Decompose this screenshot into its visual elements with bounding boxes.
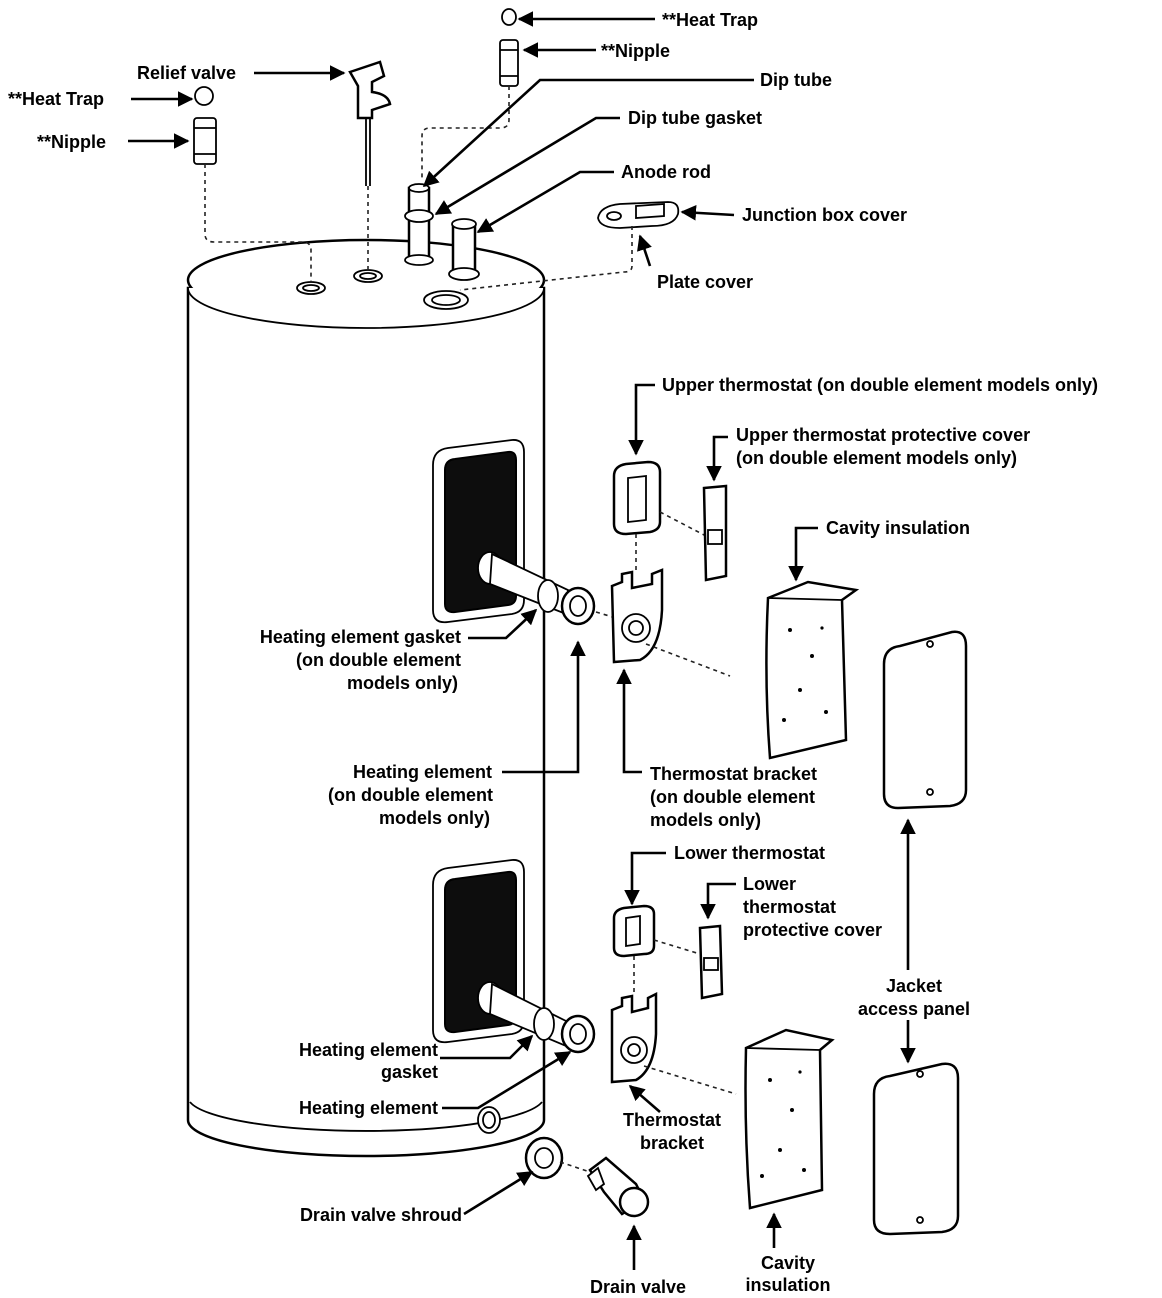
label-thermostat-bracket-upper-1: Thermostat bracket <box>650 764 817 784</box>
upper-cavity-insulation-part <box>765 580 860 760</box>
lower-jacket-access-panel-part <box>872 1062 960 1236</box>
upper-jacket-access-panel-part <box>882 630 968 810</box>
upper-element-gasket-part <box>537 579 559 613</box>
label-drain-valve: Drain valve <box>590 1277 686 1297</box>
heat-trap-top-part <box>501 8 517 26</box>
label-thermostat-bracket-lower-2: bracket <box>640 1133 704 1153</box>
label-heating-element-upper-3: models only) <box>379 808 490 828</box>
lower-thermostat-bracket-part <box>610 991 658 1084</box>
labels: **Heat Trap **Nipple Relief valve **Heat… <box>8 10 1098 1297</box>
upper-thermostat-bracket-part <box>610 568 664 664</box>
label-heating-element-gasket-upper-2: (on double element <box>296 650 461 670</box>
label-nipple-top: **Nipple <box>601 41 670 61</box>
label-anode-rod: Anode rod <box>621 162 711 182</box>
label-dip-tube: Dip tube <box>760 70 832 90</box>
label-heat-trap-left: **Heat Trap <box>8 89 104 109</box>
label-heating-element-upper-2: (on double element <box>328 785 493 805</box>
label-thermostat-bracket-lower-1: Thermostat <box>623 1110 721 1130</box>
dip-tube-part <box>404 183 434 266</box>
label-heat-trap-top: **Heat Trap <box>662 10 758 30</box>
nipple-left-part <box>193 117 217 165</box>
relief-valve-part <box>348 60 392 186</box>
drain-valve-shroud-part <box>524 1136 564 1180</box>
lower-cavity-insulation-part <box>744 1028 835 1210</box>
label-heating-element-upper-1: Heating element <box>353 762 492 782</box>
label-cavity-insulation-upper: Cavity insulation <box>826 518 970 538</box>
label-cavity-insulation-lower-2: insulation <box>746 1275 831 1295</box>
label-lower-thermostat: Lower thermostat <box>674 843 825 863</box>
heat-trap-left-part <box>194 86 214 106</box>
label-plate-cover: Plate cover <box>657 272 753 292</box>
label-dip-tube-gasket: Dip tube gasket <box>628 108 762 128</box>
label-lower-thermostat-cover-3: protective cover <box>743 920 882 940</box>
label-cavity-insulation-lower-1: Cavity <box>761 1253 815 1273</box>
junction-box-cover-part <box>597 201 680 229</box>
label-lower-thermostat-cover-1: Lower <box>743 874 796 894</box>
label-drain-valve-shroud: Drain valve shroud <box>300 1205 462 1225</box>
label-thermostat-bracket-upper-3: models only) <box>650 810 761 830</box>
label-upper-thermostat-cover-2: (on double element models only) <box>736 448 1017 468</box>
dip-tube-gasket-part <box>404 209 434 223</box>
upper-access-opening <box>432 439 525 624</box>
label-jacket-access-panel-1: Jacket <box>886 976 942 996</box>
label-heating-element-gasket-upper-3: models only) <box>347 673 458 693</box>
upper-thermostat-part <box>612 460 662 536</box>
label-heating-element-gasket-lower-2: gasket <box>381 1062 438 1082</box>
label-heating-element-gasket-upper-1: Heating element gasket <box>260 627 461 647</box>
label-upper-thermostat: Upper thermostat (on double element mode… <box>662 375 1098 395</box>
label-heating-element-lower: Heating element <box>299 1098 438 1118</box>
label-junction-box-cover: Junction box cover <box>742 205 907 225</box>
nipple-top-part <box>499 39 519 87</box>
label-jacket-access-panel-2: access panel <box>858 999 970 1019</box>
label-upper-thermostat-cover-1: Upper thermostat protective cover <box>736 425 1030 445</box>
lower-heating-element-part <box>477 981 596 1054</box>
anode-rod-part <box>448 218 480 281</box>
lower-element-gasket-part <box>533 1007 555 1041</box>
label-nipple-left: **Nipple <box>37 132 106 152</box>
upper-heating-element-part <box>477 551 596 626</box>
lower-thermostat-cover-part <box>698 924 724 1000</box>
drain-valve-part <box>586 1156 650 1218</box>
lower-thermostat-part <box>612 904 656 958</box>
label-thermostat-bracket-upper-2: (on double element <box>650 787 815 807</box>
label-relief-valve: Relief valve <box>137 63 236 83</box>
label-lower-thermostat-cover-2: thermostat <box>743 897 836 917</box>
label-heating-element-gasket-lower-1: Heating element <box>299 1040 438 1060</box>
upper-thermostat-cover-part <box>702 484 728 582</box>
leader-lines <box>128 11 916 1270</box>
